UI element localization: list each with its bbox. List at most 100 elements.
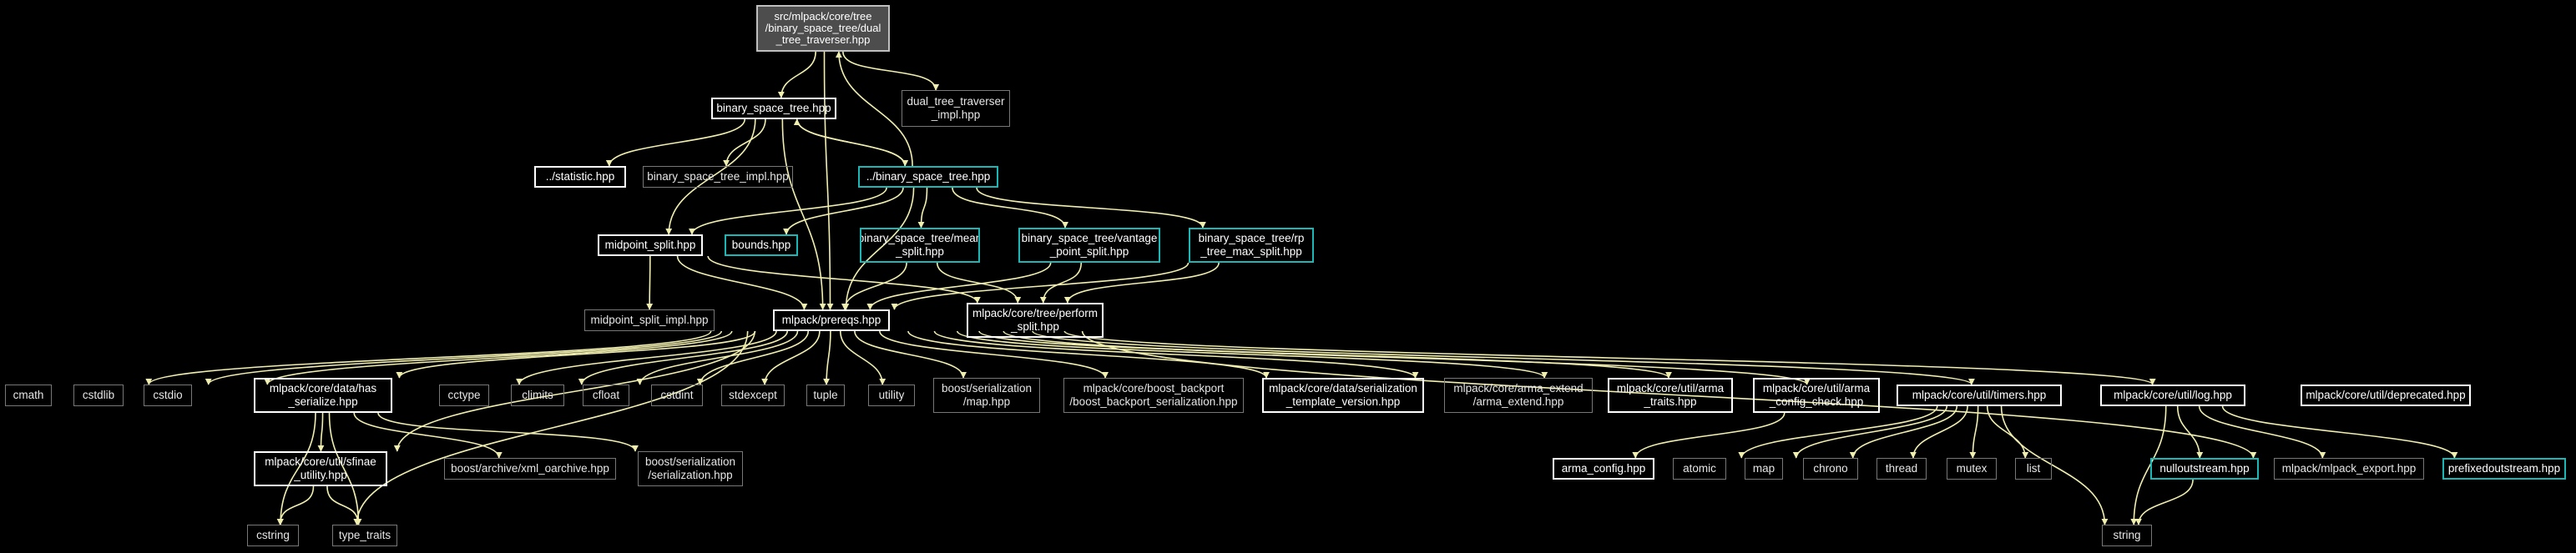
edge-prereqs-to-sfinae_utility — [393, 330, 755, 452]
node-boost-backport: mlpack/core/boost_backport /boost_backpo… — [1063, 378, 1244, 413]
node-deprecated[interactable]: mlpack/core/util/deprecated.hpp — [2301, 385, 2471, 406]
node-prefixedoutstream[interactable]: prefixedoutstream.hpp — [2442, 458, 2566, 480]
node-tuple: tuple — [806, 385, 845, 406]
node-type-traits: type_traits — [332, 525, 397, 546]
node-nulloutstream[interactable]: nulloutstream.hpp — [2150, 458, 2259, 480]
edge-prereqs-to-cfloat — [636, 330, 799, 385]
node-cmath: cmath — [5, 385, 52, 406]
edge-prereqs-to-stdexcept — [761, 330, 821, 385]
edge-timers-to-list — [1986, 405, 2029, 459]
node-statistic[interactable]: ../statistic.hpp — [534, 166, 626, 188]
edge-timers-to-chrono — [1849, 405, 1958, 459]
node-map: map — [1745, 458, 1783, 480]
edge-prereqs-to-boost_backport — [879, 330, 1109, 379]
edge-prereqs-to-arma_extend — [933, 330, 1419, 379]
edge-prereqs-to-tuple — [823, 330, 831, 385]
node-arma-traits[interactable]: mlpack/core/util/arma _traits.hpp — [1608, 378, 1733, 413]
node-rp-tree-max-split[interactable]: binary_space_tree/rp _tree_max_split.hpp — [1189, 228, 1314, 263]
edge-prereqs-to-has_serialize — [396, 330, 756, 379]
edge-log-to-nulloutstream — [2176, 405, 2204, 459]
edge-parent_bst-to-mean_split — [917, 187, 928, 229]
node-chrono: chrono — [1803, 458, 1858, 480]
edge-prereqs-to-cstring — [353, 330, 749, 525]
edge-prereqs-to-log — [1032, 330, 1975, 385]
node-template-version[interactable]: mlpack/core/data/serialization _template… — [1262, 378, 1424, 413]
node-timers[interactable]: mlpack/core/util/timers.hpp — [1897, 385, 2062, 406]
node-cstdint: cstdint — [651, 385, 703, 406]
edge-parent_bst-to-bounds — [783, 187, 904, 235]
edge-rp_tree_max_split-to-prereqs — [891, 262, 1190, 310]
node-binary-space-tree[interactable]: binary_space_tree.hpp — [711, 98, 836, 119]
edge-has_serialize-to-sfinae_utility — [317, 412, 325, 452]
node-thread: thread — [1876, 458, 1927, 480]
node-log[interactable]: mlpack/core/util/log.hpp — [2100, 385, 2245, 406]
node-boost-map: boost/serialization /map.hpp — [933, 378, 1040, 413]
edge-timers-to-atomic — [1738, 405, 1938, 459]
edge-midpoint_split-to-perform_split — [707, 255, 981, 304]
node-midpoint-split[interactable]: midpoint_split.hpp — [598, 234, 703, 256]
edge-root-to-prereqs — [823, 51, 834, 310]
edge-vantage_point_split-to-prereqs — [866, 262, 1052, 310]
edge-parent_bst-to-rp_tree_max_split — [976, 187, 1206, 229]
node-stdexcept: stdexcept — [721, 385, 785, 406]
node-list: list — [2015, 458, 2052, 480]
edge-binary_space_tree-to-midpoint_split — [665, 118, 756, 235]
edge-binary_space_tree-to-prereqs — [781, 118, 826, 310]
node-midpoint-split-impl: midpoint_split_impl.hpp — [584, 309, 715, 331]
node-dual-tree-traverser-impl: dual_tree_traverser _impl.hpp — [902, 90, 1010, 127]
edge-prereqs-to-cmath — [145, 330, 712, 385]
node-mlpack-export: mlpack/mlpack_export.hpp — [2274, 458, 2424, 480]
edge-sfinae_utility-to-cstring — [276, 485, 315, 525]
node-cstring: cstring — [247, 525, 299, 546]
edge-prereqs-to-cstdio — [264, 330, 733, 385]
edge-arma_config_check-to-arma_config — [1632, 412, 1786, 459]
node-binary-space-tree-impl: binary_space_tree_impl.hpp — [643, 166, 793, 188]
node-bounds[interactable]: bounds.hpp — [725, 234, 798, 256]
edge-prereqs-to-cstdint — [696, 330, 810, 385]
edge-parent_bst-to-root — [835, 51, 913, 167]
edge-prereqs-to-template_version — [907, 330, 1270, 379]
node-cstdio: cstdio — [144, 385, 192, 406]
edge-root-to-binary_space_tree — [777, 51, 816, 98]
node-utility: utility — [868, 385, 915, 406]
node-arma-config[interactable]: arma_config.hpp — [1553, 458, 1654, 480]
dependency-edges — [145, 51, 2458, 525]
node-mutex: mutex — [1947, 458, 1997, 480]
edge-parent_bst-to-vantage_point_split — [952, 187, 1069, 229]
edge-binary_space_tree-to-statistic — [605, 118, 745, 167]
edge-sfinae_utility-to-type_traits — [326, 485, 362, 525]
edge-has_serialize-to-xml_oarchive — [353, 412, 503, 459]
node-climits: climits — [511, 385, 564, 406]
edge-prereqs-to-boost_map — [854, 330, 967, 379]
node-arma-config-check[interactable]: mlpack/core/util/arma _config_check.hpp — [1753, 378, 1880, 413]
node-has-serialize[interactable]: mlpack/core/data/has _serialize.hpp — [254, 378, 392, 413]
edge-timers-to-mutex — [1969, 405, 1979, 459]
edge-binary_space_tree-to-bst_impl — [723, 118, 766, 167]
node-boost-serialization: boost/serialization /serialization.hpp — [638, 451, 743, 486]
edge-has_serialize-to-type_traits — [328, 412, 362, 525]
node-prereqs[interactable]: mlpack/prereqs.hpp — [773, 309, 890, 331]
edge-parent_bst-to-binary_space_tree — [793, 118, 907, 167]
edge-log-to-mlpack_export — [2198, 405, 2326, 459]
node-mean-split[interactable]: binary_space_tree/mean _split.hpp — [860, 228, 980, 263]
node-atomic: atomic — [1673, 458, 1726, 480]
edge-nulloutstream-to-string — [2134, 479, 2194, 525]
node-cstdlib: cstdlib — [73, 385, 124, 406]
edge-midpoint_split-to-midpoint_split_impl — [646, 255, 654, 310]
edge-timers-to-thread — [1909, 405, 1968, 459]
edge-parent_bst-to-prereqs — [842, 187, 915, 310]
edge-prereqs-to-cctype — [516, 330, 777, 385]
edge-midpoint_split-to-prereqs — [676, 255, 808, 310]
edge-parent_bst-to-midpoint_split — [689, 187, 887, 235]
node-parent-binary-space-tree[interactable]: ../binary_space_tree.hpp — [858, 166, 998, 188]
node-xml-oarchive: boost/archive/xml_oarchive.hpp — [444, 458, 616, 480]
node-perform-split[interactable]: mlpack/core/tree/perform _split.hpp — [967, 303, 1104, 338]
node-sfinae-utility[interactable]: mlpack/core/util/sfinae _utility.hpp — [254, 451, 387, 486]
edge-vantage_point_split-to-perform_split — [1039, 262, 1083, 304]
node-vantage-point-split[interactable]: binary_space_tree/vantage _point_split.h… — [1018, 228, 1160, 263]
edge-prereqs-to-utility — [840, 330, 886, 385]
edge-mean_split-to-perform_split — [936, 262, 1022, 304]
edge-timers-to-map — [1792, 405, 1948, 459]
edge-prereqs-to-arma_traits — [956, 330, 1548, 379]
